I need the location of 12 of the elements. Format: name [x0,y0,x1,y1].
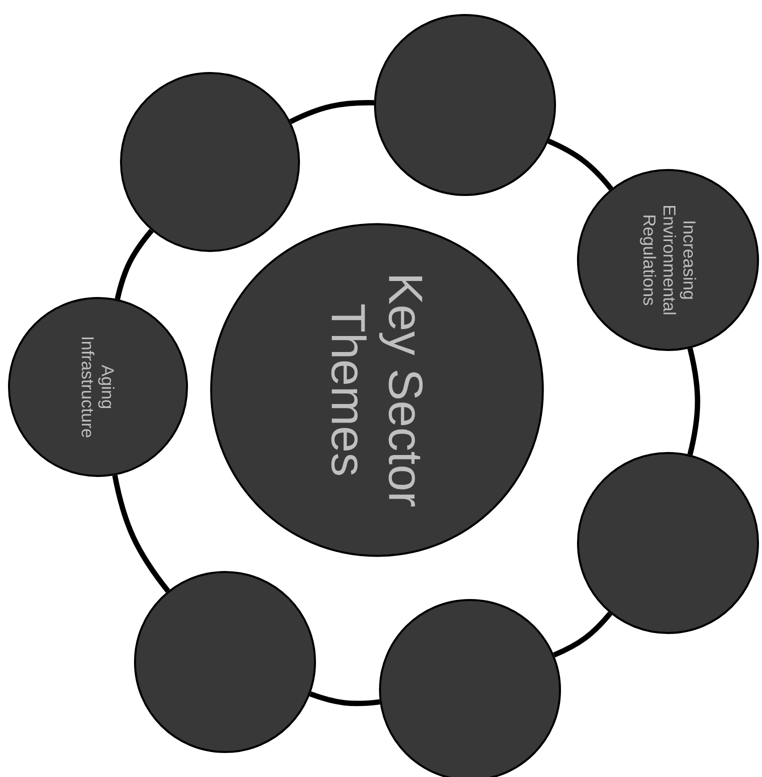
theme-circle [374,14,556,196]
ring-connector [114,228,154,300]
ring-connector [687,348,700,456]
theme-circle [134,571,316,753]
theme-circle [120,72,300,252]
ring-connector [289,100,374,124]
ring-connector [552,612,612,658]
ring-connector [309,691,380,706]
ring-connector [112,474,170,593]
ring-connector [547,138,614,191]
theme-circle [379,599,561,777]
theme-circle [577,452,759,634]
